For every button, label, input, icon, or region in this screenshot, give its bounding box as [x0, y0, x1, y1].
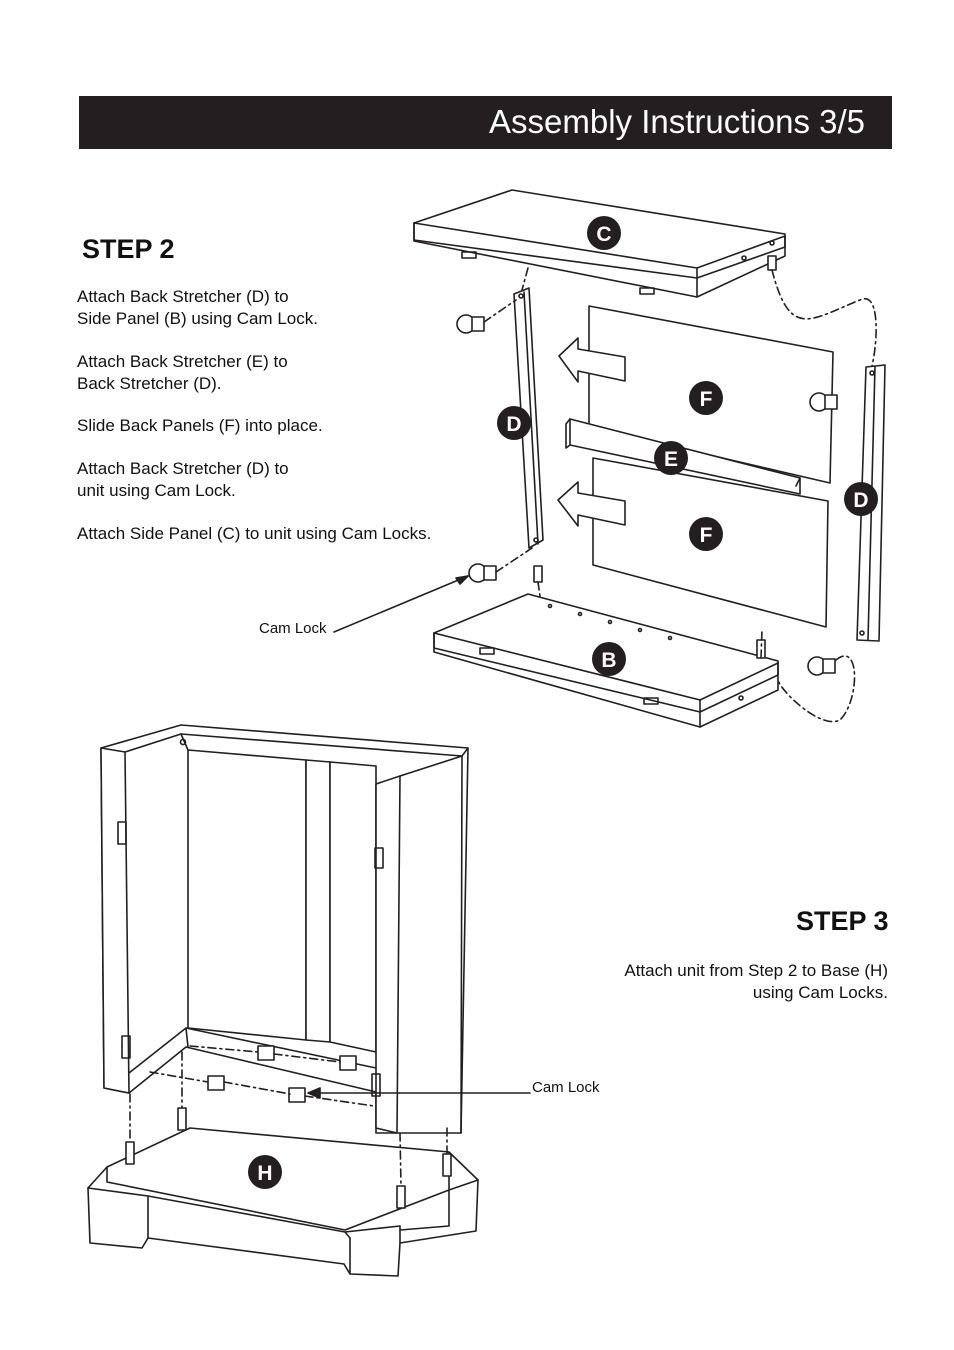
step2-title: STEP 2	[82, 234, 175, 264]
part-label-d-right: D	[853, 489, 868, 512]
step2-instruction-3: Slide Back Panels (F) into place.	[77, 416, 323, 435]
part-badge-d-right	[844, 482, 878, 516]
part-badge-c	[587, 216, 621, 250]
part-badge-b	[592, 642, 626, 676]
part-label-badges: C D F E D F B H	[248, 216, 878, 1189]
part-badge-h	[248, 1155, 282, 1189]
cam-locks-step2	[456, 255, 838, 676]
step3-title: STEP 3	[796, 906, 889, 936]
page-title: Assembly Instructions 3/5	[489, 103, 865, 140]
part-label-f-top: F	[700, 388, 713, 411]
part-badge-d-left	[497, 406, 531, 440]
part-label-d-left: D	[506, 413, 521, 436]
part-label-f-bottom: F	[700, 524, 713, 547]
slide-arrow-top	[558, 337, 626, 383]
step2-callout-line	[333, 575, 469, 633]
base-h	[87, 1127, 479, 1277]
dash-lines-step3	[129, 1045, 448, 1187]
part-badge-f-bottom	[689, 517, 723, 551]
part-label-b: B	[601, 649, 616, 672]
header-bar: Assembly Instructions 3/5	[79, 96, 892, 149]
step3-cam-lock-callout: Cam Lock	[532, 1079, 600, 1096]
part-label-e: E	[664, 448, 678, 471]
step3-instruction: Attach unit from Step 2 to Base (H) usin…	[624, 961, 888, 1002]
cam-locks-step3	[125, 1045, 452, 1209]
slide-arrow-bottom	[557, 481, 626, 527]
cabinet-unit	[100, 724, 469, 1134]
dash-lines-step2	[483, 267, 877, 723]
part-badge-e	[654, 441, 688, 475]
part-label-h: H	[257, 1162, 272, 1185]
step2-cam-lock-callout: Cam Lock	[259, 620, 327, 637]
step2-instruction-4: Attach Back Stretcher (D) to unit using …	[77, 459, 289, 500]
part-label-c: C	[596, 223, 611, 246]
step2-instruction-1: Attach Back Stretcher (D) to Side Panel …	[77, 287, 318, 328]
part-badge-f-top	[689, 381, 723, 415]
step2-instruction-2: Attach Back Stretcher (E) to Back Stretc…	[77, 352, 288, 393]
step2-instruction-5: Attach Side Panel (C) to unit using Cam …	[77, 524, 432, 543]
